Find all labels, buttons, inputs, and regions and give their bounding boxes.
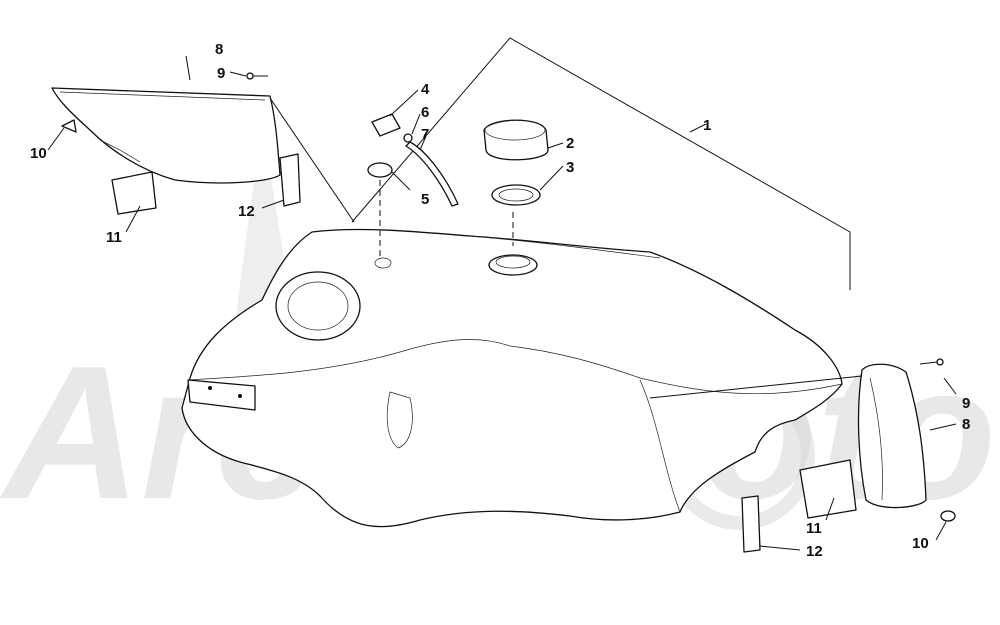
assembly-bracket <box>351 37 851 290</box>
right-screw-shank <box>919 361 938 365</box>
cap-seal-inner <box>498 188 534 202</box>
leader-8-left <box>185 55 191 81</box>
vent-valve <box>371 113 401 137</box>
tank-top-ridge <box>469 235 661 259</box>
fuel-cap-group <box>483 119 564 246</box>
callout-12-right: 12 <box>806 543 823 560</box>
callout-7: 7 <box>421 126 429 143</box>
vent-hole <box>374 257 392 269</box>
leader-10-left <box>47 127 65 151</box>
leader-8-right <box>929 423 957 431</box>
left-clip <box>111 171 157 215</box>
callout-9-right: 9 <box>962 395 970 412</box>
grommet <box>367 162 393 178</box>
left-panel-leader <box>269 97 355 223</box>
leader-9-left <box>229 71 247 77</box>
callout-8-right: 8 <box>962 416 970 433</box>
callout-1: 1 <box>703 117 711 134</box>
clamp <box>403 133 413 143</box>
leader-10-right <box>935 521 947 541</box>
left-foam-strip <box>279 153 301 207</box>
callout-5: 5 <box>421 191 429 208</box>
left-side-panel <box>51 87 281 184</box>
leader-11-left <box>125 205 141 233</box>
callout-9-left: 9 <box>217 65 225 82</box>
leader-12-left <box>261 199 285 209</box>
right-panel-leader <box>649 375 863 399</box>
callout-2: 2 <box>566 135 574 152</box>
right-rivet <box>940 510 956 522</box>
left-panel-edge <box>59 91 266 101</box>
callout-11-left: 11 <box>106 229 122 246</box>
callouts: 1 2 3 4 5 6 7 8 9 10 11 12 9 8 10 11 12 <box>30 41 970 560</box>
leader-9-right <box>943 377 957 395</box>
tank-recess <box>386 391 413 449</box>
tank-side-contour <box>639 379 681 513</box>
left-side-panel-group <box>47 55 355 233</box>
right-screw <box>936 358 944 366</box>
leader-6 <box>411 113 421 135</box>
tab-hole <box>238 394 242 398</box>
right-side-panel <box>857 363 927 509</box>
filler-neck-opening <box>495 255 531 269</box>
right-clip <box>799 459 857 519</box>
leader-11-right <box>825 497 835 521</box>
cap-seal <box>491 184 541 206</box>
filler-neck <box>488 254 538 276</box>
fuel-cap-top <box>484 119 546 141</box>
callout-3: 3 <box>566 159 574 176</box>
left-screw <box>246 72 254 80</box>
tank-left-tab <box>187 379 256 411</box>
leader-2 <box>547 142 564 149</box>
callout-6: 6 <box>421 104 429 121</box>
callout-11-right: 11 <box>806 520 822 537</box>
callout-4: 4 <box>421 81 430 98</box>
vent-valve-group <box>367 89 459 258</box>
callout-10-right: 10 <box>912 535 929 552</box>
right-side-panel-group <box>649 358 957 553</box>
left-panel-rib <box>99 139 141 163</box>
leader-4 <box>389 89 419 117</box>
leader-3 <box>539 165 564 191</box>
bracket-line <box>351 37 851 290</box>
tank-seam <box>187 339 843 395</box>
leader-12-right <box>759 545 801 551</box>
right-panel-edge <box>869 377 883 501</box>
callout-12-left: 12 <box>238 203 255 220</box>
vent-hose <box>405 141 459 207</box>
fuel-pump-flange-inner <box>287 281 349 331</box>
callout-10-left: 10 <box>30 145 47 162</box>
left-rivet <box>61 119 77 133</box>
tab-hole <box>208 386 212 390</box>
fuel-tank <box>181 228 843 528</box>
leader-5 <box>391 171 411 191</box>
leader-7 <box>419 135 427 151</box>
right-foam-strip <box>741 495 761 553</box>
leader-1 <box>689 123 707 133</box>
callout-8-left: 8 <box>215 41 223 58</box>
